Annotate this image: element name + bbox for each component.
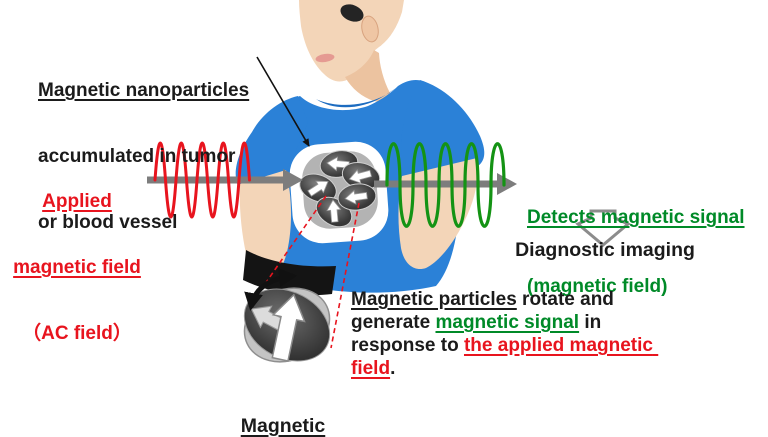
hair-patch: [340, 4, 364, 22]
accumulation-note: Magnetic nanoparticles accumulated in tu…: [38, 36, 249, 278]
right-sleeve: [401, 80, 485, 178]
applied-field-label: Applied magnetic field （AC field）: [2, 147, 152, 389]
caption-magnetic-particles: Magnetic particles: [351, 289, 517, 310]
ear: [361, 15, 379, 43]
caption-text: Magnetic particles rotate and generate m…: [351, 288, 681, 380]
caption-magnetic-signal: magnetic signal: [435, 312, 580, 333]
applied-field-arrow: [147, 169, 303, 191]
diagnostic-imaging-label: Diagnostic imaging: [515, 239, 695, 261]
accumulation-note-line2: accumulated in tumor: [38, 146, 236, 167]
accumulation-note-line3: or blood vessel: [38, 212, 178, 233]
lips: [315, 53, 335, 63]
nanoparticle-label-line1: Magnetic: [240, 415, 326, 437]
red-sine-wave-icon: [153, 141, 251, 219]
accumulation-note-title: Magnetic nanoparticles: [38, 80, 250, 101]
neck: [345, 50, 398, 106]
signal-field-arrow: [374, 173, 517, 195]
caption-in-response: in response to: [351, 312, 607, 356]
left-sleeve: [235, 96, 308, 186]
applied-field-line2: magnetic field: [13, 257, 141, 278]
nanoparticle-label: Magnetic nanoparticles: [213, 369, 353, 437]
detect-signal-line2: (magnetic field): [527, 276, 668, 297]
annotation-arrow-icon: [256, 56, 310, 147]
detect-signal-line1: Detects magnetic signal: [527, 207, 745, 228]
detect-signal-label: Detects magnetic signal (magnetic field): [527, 160, 745, 344]
caption-applied-field: the applied magnetic field: [351, 335, 659, 379]
magnification-dashed-lines-icon: [246, 195, 360, 349]
green-signal-wave-icon: [385, 142, 506, 228]
down-arrow-icon: [575, 209, 631, 247]
applied-field-line3: （AC field）: [22, 323, 132, 344]
caption-rotate-generate: rotate and generate: [351, 289, 620, 333]
rotation-arrow-icon: [244, 268, 297, 311]
left-forearm: [239, 170, 292, 280]
applied-field-line1: Applied: [42, 191, 112, 212]
caption-period: .: [390, 358, 396, 379]
